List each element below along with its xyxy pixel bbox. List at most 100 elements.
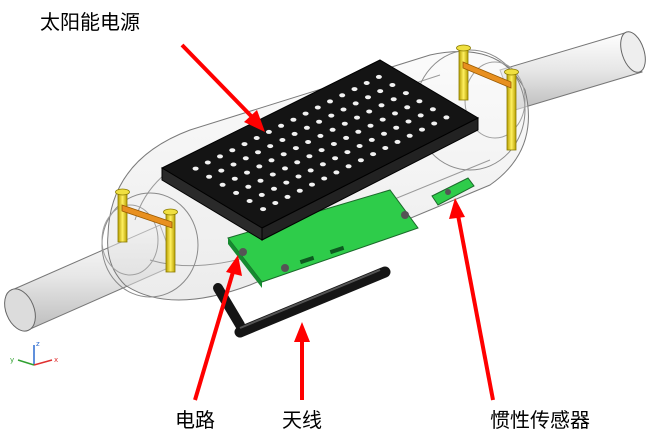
solar-cell xyxy=(218,168,225,173)
solar-cell xyxy=(431,121,438,126)
solar-cell xyxy=(363,81,370,85)
solar-cell xyxy=(246,199,253,203)
solar-cell xyxy=(255,150,261,155)
solar-cell xyxy=(292,146,299,151)
solar-cell xyxy=(242,156,249,161)
antenna xyxy=(213,266,391,338)
solar-cell xyxy=(368,137,375,142)
pipe-right xyxy=(499,31,646,111)
solar-cell xyxy=(355,129,362,134)
bolt-right-rear xyxy=(456,44,471,101)
solar-cell xyxy=(279,138,286,142)
solar-cell xyxy=(283,180,290,185)
solar-cell xyxy=(332,156,339,161)
solar-cell xyxy=(377,89,384,94)
solar-cell xyxy=(206,174,213,179)
solar-cell xyxy=(260,207,267,212)
solar-cell xyxy=(278,123,285,128)
solar-cell xyxy=(365,95,371,100)
solar-cell xyxy=(417,113,424,118)
solar-cell xyxy=(381,131,387,136)
solar-cell xyxy=(265,129,272,134)
solar-cell xyxy=(389,83,396,87)
axis-z-label: z xyxy=(36,340,40,348)
solar-cell xyxy=(339,93,346,98)
solar-cell xyxy=(204,160,211,165)
solar-cell-grid xyxy=(192,74,450,212)
solar-cell xyxy=(405,119,412,124)
arrow-antenna xyxy=(294,322,310,400)
solar-cell xyxy=(329,127,336,132)
circuit-board xyxy=(227,189,419,288)
bolt-right-front xyxy=(504,68,519,151)
solar-cell xyxy=(269,172,276,177)
solar-cell xyxy=(345,164,352,169)
solar-cell xyxy=(393,125,400,130)
solar-cell xyxy=(367,123,374,128)
solar-cell xyxy=(379,117,386,122)
solar-cell xyxy=(244,170,250,175)
solar-cell xyxy=(404,105,411,110)
bolt-left-rear xyxy=(115,188,130,243)
bolt-left-front xyxy=(163,208,178,273)
solar-cell xyxy=(317,133,324,138)
solar-cell xyxy=(253,136,260,140)
solar-cell xyxy=(356,144,363,148)
strap-right xyxy=(462,61,512,89)
solar-cell xyxy=(366,109,373,114)
solar-cell xyxy=(402,91,409,96)
solar-cell xyxy=(241,142,248,147)
solar-cell xyxy=(290,117,297,122)
solar-cell xyxy=(357,158,364,163)
solar-cell xyxy=(231,176,238,181)
solar-power-label: 太阳能电源 xyxy=(40,10,140,34)
solar-cell xyxy=(382,146,389,150)
solar-cell xyxy=(217,154,223,159)
solar-cell xyxy=(306,154,313,159)
solar-cell xyxy=(343,135,350,140)
solar-cell xyxy=(192,166,199,171)
solar-cell xyxy=(219,182,226,187)
solar-cell xyxy=(282,166,288,171)
solar-cell xyxy=(230,162,237,167)
axis-y-label: y xyxy=(10,356,14,364)
solar-cell xyxy=(302,111,309,116)
arrow-inertial xyxy=(449,198,495,401)
solar-cell xyxy=(378,103,385,108)
solar-cell xyxy=(390,97,397,102)
solar-cell xyxy=(330,142,337,146)
solar-cell xyxy=(319,162,326,167)
solar-cell xyxy=(272,201,279,205)
solar-cell xyxy=(394,139,401,144)
solar-cell xyxy=(284,194,291,199)
solar-cell xyxy=(416,99,423,104)
solar-cell xyxy=(305,140,312,144)
solar-cell xyxy=(341,121,348,126)
inertial-sensor xyxy=(431,177,475,206)
solar-cell xyxy=(256,164,263,169)
solar-cell xyxy=(344,150,351,155)
solar-cell xyxy=(318,148,325,153)
axis-x-label: x xyxy=(54,356,58,364)
solar-cell xyxy=(309,182,315,187)
solar-cell xyxy=(303,125,310,130)
inertial-sensor-label: 惯性传感器 xyxy=(490,408,590,432)
solar-cell xyxy=(229,148,236,153)
solar-cell xyxy=(307,168,314,173)
solar-cell xyxy=(340,107,347,112)
strap-left xyxy=(121,204,173,229)
solar-cell xyxy=(351,87,358,92)
solar-cell xyxy=(352,101,359,106)
solar-cell xyxy=(354,115,360,120)
solar-cell xyxy=(296,188,303,193)
solar-cell xyxy=(328,113,335,118)
solar-cell xyxy=(443,115,450,120)
solar-cell xyxy=(291,131,298,136)
solar-cell xyxy=(295,174,302,179)
solar-cell xyxy=(321,176,328,181)
solar-cell xyxy=(327,99,333,104)
solar-cell xyxy=(280,152,287,157)
solar-panel xyxy=(160,59,480,241)
circuit-label: 电路 xyxy=(175,408,215,432)
